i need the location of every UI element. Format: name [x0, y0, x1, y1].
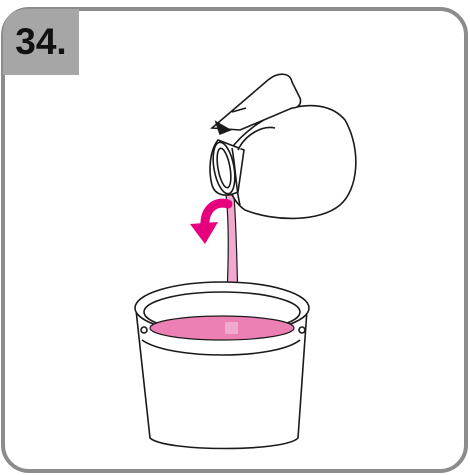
- step-number: 34.: [15, 21, 66, 63]
- step-badge: 34.: [3, 9, 79, 75]
- bucket-icon: [135, 282, 309, 449]
